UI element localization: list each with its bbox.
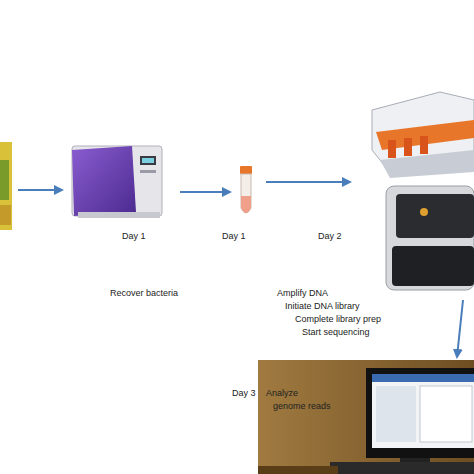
flow-arrow [180,191,230,193]
step-label: Day 1 [222,231,246,242]
step-label: Amplify DNA [277,288,328,299]
library-prep-instrument [372,92,474,178]
step-label: Day 2 [318,231,342,242]
step-label: Day 3 [232,388,256,399]
step-label: Analyze [266,388,298,399]
step-label: Complete library prep [295,314,381,325]
flow-arrow [266,181,350,183]
sequencer-instrument [386,186,474,290]
step-label: genome reads [273,401,331,412]
flow-arrow [457,300,463,357]
flow-arrow [18,189,62,191]
incubator-illustration [72,146,162,218]
sample-tube [240,166,252,213]
computer-photo [258,360,474,474]
step-label: Initiate DNA library [285,301,360,312]
step-label: Recover bacteria [110,288,178,299]
step-label: Start sequencing [302,327,370,338]
step-label: Day 1 [122,231,146,242]
sample-bag [0,142,12,230]
